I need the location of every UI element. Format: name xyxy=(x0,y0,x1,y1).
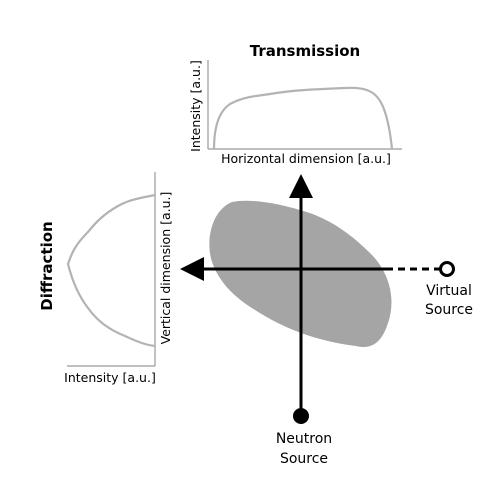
virtual-source-dot xyxy=(439,261,455,277)
diffraction-xlabel: Intensity [a.u.] xyxy=(64,370,156,385)
transmission-title: Transmission xyxy=(250,42,360,60)
diffraction-ylabel: Vertical dimension [a.u.] xyxy=(158,192,173,345)
transmission-profile-curve xyxy=(212,86,394,150)
neutron-source-dot xyxy=(293,408,309,424)
transmission-plot xyxy=(207,60,402,150)
transmission-xlabel: Horizontal dimension [a.u.] xyxy=(221,151,391,166)
neutron-source-label-line1: Neutron xyxy=(276,431,332,447)
diffraction-title: Diffraction xyxy=(38,221,56,310)
diffraction-profile-curve xyxy=(66,193,156,348)
transmission-ylabel: Intensity [a.u.] xyxy=(188,60,203,152)
neutron-source-label-line2: Source xyxy=(280,451,328,467)
virtual-source-label-line1: Virtual xyxy=(426,283,472,299)
virtual-source-label-line2: Source xyxy=(425,302,473,318)
diffraction-plot xyxy=(66,172,156,367)
